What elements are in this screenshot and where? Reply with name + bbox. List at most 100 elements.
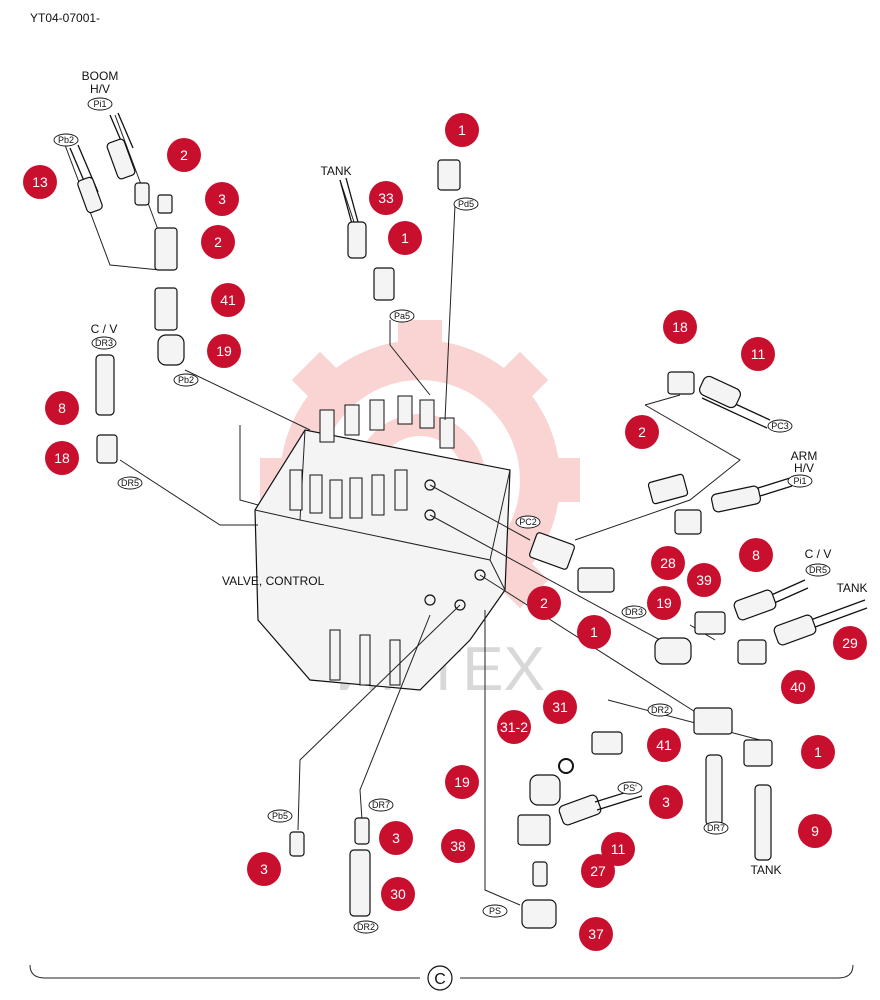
fitting-27 bbox=[532, 861, 548, 887]
port-code-pd5: Pd5 bbox=[453, 197, 479, 211]
callout-13: 13 bbox=[23, 165, 57, 199]
tank-top-label: TANK bbox=[320, 164, 351, 178]
callout-2: 2 bbox=[625, 415, 659, 449]
port-code-pb5: Pb5 bbox=[267, 809, 293, 823]
section-brace: C bbox=[29, 964, 854, 991]
callout-number: 31-2 bbox=[500, 719, 528, 735]
port-codes: Pi1Pb2Pd5Pa5DR3Pb2DR5PC3Pi1PC2DR5DR3DR2D… bbox=[53, 97, 831, 934]
callout-number: 19 bbox=[216, 343, 232, 359]
hose-arm-end bbox=[710, 485, 762, 513]
port-code-text: Pa5 bbox=[394, 311, 410, 321]
sensor-31 bbox=[591, 731, 623, 755]
hose-tank-right bbox=[804, 599, 868, 631]
section-mark: C bbox=[434, 971, 446, 988]
callout-39: 39 bbox=[687, 563, 721, 597]
fitting-37 bbox=[521, 899, 557, 929]
callout-number: 1 bbox=[590, 624, 598, 640]
hose-3b bbox=[705, 754, 723, 826]
callout-number: 13 bbox=[32, 174, 48, 190]
cv-left-label: C / V bbox=[91, 322, 118, 336]
callout-8: 8 bbox=[45, 391, 79, 425]
valve-control-label: VALVE, CONTROL bbox=[222, 574, 325, 588]
port-code-pb2-mid: Pb2 bbox=[173, 373, 199, 387]
tank-right-label: TANK bbox=[836, 581, 867, 595]
callout-1: 1 bbox=[801, 735, 835, 769]
callout-37: 37 bbox=[579, 917, 613, 951]
callout-38: 38 bbox=[441, 829, 475, 863]
callout-18: 18 bbox=[45, 441, 79, 475]
callout-28: 28 bbox=[651, 546, 685, 580]
routing-lines bbox=[64, 114, 761, 906]
port-code-pa5: Pa5 bbox=[389, 309, 415, 323]
callout-11: 11 bbox=[741, 337, 775, 371]
fitting-2d bbox=[529, 532, 575, 570]
hose-9 bbox=[754, 784, 772, 861]
callout-number: 19 bbox=[454, 774, 470, 790]
callout-number: 29 bbox=[842, 635, 858, 651]
callout-number: 3 bbox=[218, 191, 226, 207]
port-code-dr2-bottom: DR2 bbox=[353, 920, 379, 934]
port-code-pi1-top: Pi1 bbox=[87, 97, 113, 111]
callout-19: 19 bbox=[207, 334, 241, 368]
port-code-text: Pb2 bbox=[58, 135, 74, 145]
callout-3: 3 bbox=[205, 182, 239, 216]
tee-41b bbox=[693, 707, 733, 735]
arm-hv-label-2: H/V bbox=[794, 461, 814, 475]
boom-hv-label-2: H/V bbox=[90, 82, 110, 96]
doc-code: YT04-07001- bbox=[30, 11, 100, 25]
cv-right-label: C / V bbox=[805, 547, 832, 561]
callout-number: 28 bbox=[660, 555, 676, 571]
fitting-1b bbox=[373, 267, 395, 301]
fitting-3a bbox=[157, 194, 173, 214]
fitting-2b bbox=[154, 227, 178, 271]
callout-31-2: 31-2 bbox=[497, 710, 531, 744]
callout-9: 9 bbox=[798, 814, 832, 848]
block-38 bbox=[517, 814, 551, 846]
hose-pi1 bbox=[106, 112, 136, 180]
callout-number: 9 bbox=[811, 823, 819, 839]
port-code-text: Pd5 bbox=[458, 199, 474, 209]
callout-number: 38 bbox=[450, 838, 466, 854]
callout-number: 2 bbox=[214, 234, 222, 250]
port-code-dr5-left: DR5 bbox=[117, 476, 143, 490]
callout-number: 37 bbox=[588, 926, 604, 942]
port-code-text: PS bbox=[489, 906, 501, 916]
port-code-text: PS' bbox=[623, 783, 637, 793]
callout-number: 8 bbox=[752, 547, 760, 563]
callout-8: 8 bbox=[739, 538, 773, 572]
port-code-text: PC2 bbox=[519, 517, 537, 527]
section-mark-circle bbox=[427, 965, 453, 991]
callout-number: 8 bbox=[58, 400, 66, 416]
callout-33: 33 bbox=[369, 181, 403, 215]
hose-8b bbox=[733, 589, 777, 621]
port-code-text: Pb5 bbox=[272, 811, 288, 821]
port-code-text: DR3 bbox=[95, 338, 113, 348]
callout-18: 18 bbox=[663, 310, 697, 344]
port-code-ps-prime: PS' bbox=[617, 781, 643, 795]
fitting-1d bbox=[743, 739, 773, 767]
control-valve-body bbox=[254, 395, 511, 691]
port-code-pi1-right: Pi1 bbox=[787, 474, 813, 488]
port-code-ps: PS bbox=[482, 904, 508, 918]
callout-number: 1 bbox=[814, 744, 822, 760]
port-code-text: DR7 bbox=[372, 800, 390, 810]
fitting-39 bbox=[694, 611, 726, 635]
callout-number: 3 bbox=[260, 861, 268, 877]
callout-3: 3 bbox=[247, 852, 281, 886]
fitting-41a bbox=[154, 287, 178, 331]
port-code-text: DR7 bbox=[707, 823, 725, 833]
callout-29: 29 bbox=[833, 626, 867, 660]
elbow-19a bbox=[157, 334, 185, 366]
callout-27: 27 bbox=[581, 854, 615, 888]
callout-2: 2 bbox=[527, 586, 561, 620]
callout-number: 11 bbox=[611, 841, 626, 857]
port-code-pc3: PC3 bbox=[767, 419, 793, 433]
callout-number: 27 bbox=[590, 863, 606, 879]
fitting-2c bbox=[647, 473, 689, 505]
parts bbox=[69, 112, 868, 929]
callout-number: 18 bbox=[54, 450, 70, 466]
callout-number: 2 bbox=[638, 424, 646, 440]
